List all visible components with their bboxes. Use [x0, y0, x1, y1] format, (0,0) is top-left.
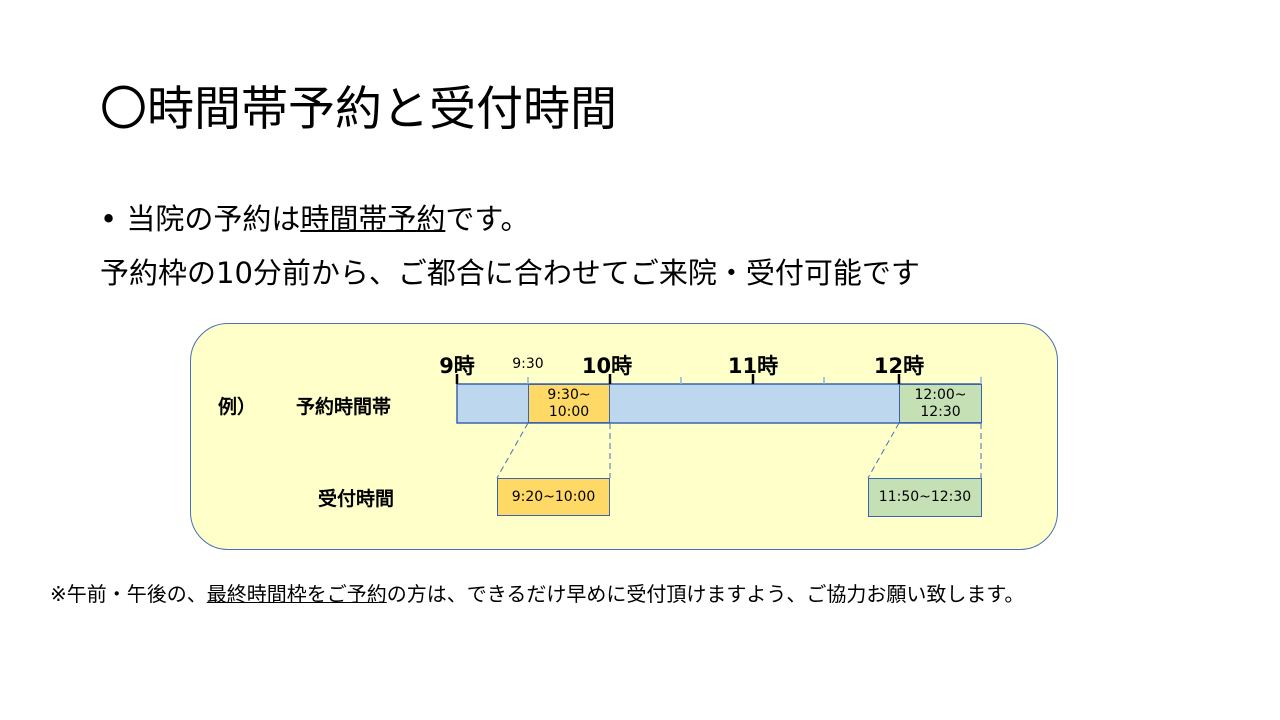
bullet1-emphasis: 時間帯予約: [300, 202, 446, 236]
bullet1-suffix: です。: [445, 202, 530, 236]
slot1-line1: 9:30~: [547, 386, 591, 403]
reservation-slot-noon: 12:00~12:30: [899, 384, 982, 423]
reservation-slot-morning: 9:30~10:00: [528, 384, 610, 423]
hour-930: 9:30: [512, 356, 544, 372]
reservation-slot-label: 予約時間帯: [296, 396, 392, 418]
reception-window-noon: 11:50~12:30: [868, 478, 982, 517]
footnote-prefix: ※午前・午後の、: [50, 582, 207, 606]
slot1-line2: 10:00: [548, 403, 590, 420]
footnote-suffix: の方は、できるだけ早めに受付頂けますよう、ご協力お願い致します。: [386, 582, 1025, 606]
example-label: 例）: [218, 396, 257, 418]
hour-10: 10時: [581, 354, 633, 378]
major-ticks: [455, 374, 901, 384]
slot2-line1: 12:00~: [914, 386, 967, 403]
connector-lines: [496, 422, 982, 479]
bullet1-prefix: • 当院の予約は: [100, 202, 301, 236]
bullet-reservation-type: • 当院の予約は時間帯予約です。: [100, 196, 529, 238]
reception-window-morning: 9:20~10:00: [497, 478, 610, 516]
reception-time-label: 受付時間: [318, 488, 395, 510]
footnote: ※午前・午後の、最終時間枠をご予約の方は、できるだけ早めに受付頂けますよう、ご協…: [50, 578, 1024, 607]
slot2-line2: 12:30: [920, 403, 961, 420]
slide-title: 〇時間帯予約と受付時間: [100, 82, 617, 137]
footnote-emphasis: 最終時間枠をご予約: [206, 582, 387, 606]
minor-ticks: [527, 377, 982, 384]
bullet-reception-info: 予約枠の10分前から、ご都合に合わせてご来院・受付可能です: [100, 256, 920, 290]
